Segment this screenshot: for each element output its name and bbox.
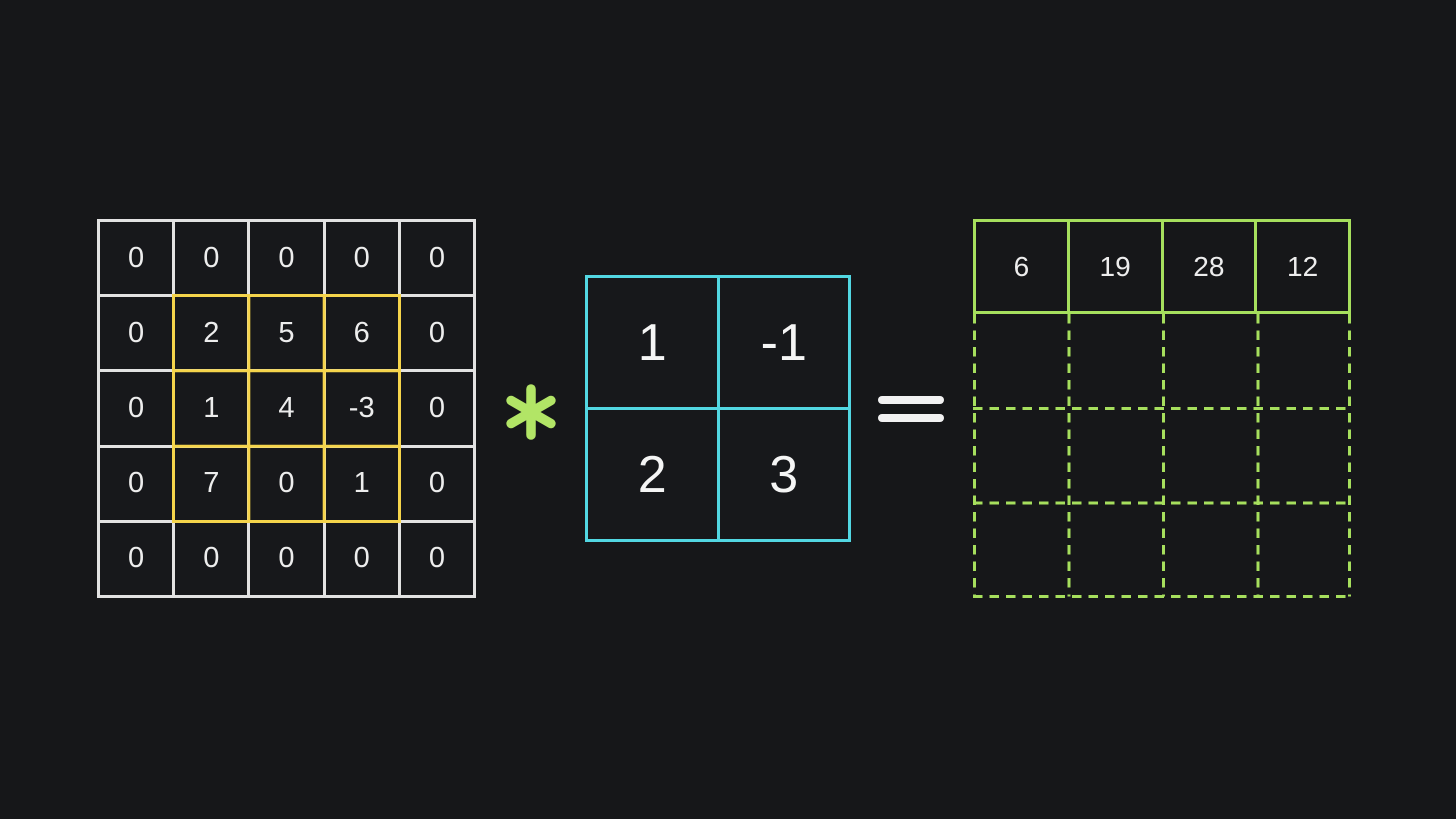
equals-bar — [878, 414, 944, 422]
equals-icon — [878, 396, 944, 422]
input-matrix-cell: 0 — [250, 522, 323, 595]
input-matrix-cell: 0 — [400, 522, 473, 595]
kernel-cell: 3 — [719, 410, 848, 539]
input-matrix-cell: 0 — [100, 222, 173, 295]
input-matrix-cell: 0 — [100, 372, 173, 445]
input-matrix-cell: 1 — [175, 372, 248, 445]
input-matrix-cell: 0 — [400, 447, 473, 520]
output-cell: 28 — [1164, 222, 1258, 311]
input-matrix-cell: 0 — [325, 222, 398, 295]
equals-bar — [878, 396, 944, 404]
input-matrix-cell: 0 — [100, 522, 173, 595]
input-matrix-cell: 0 — [400, 297, 473, 370]
input-matrix-cell: 5 — [250, 297, 323, 370]
kernel-matrix: 1 -1 2 3 — [585, 275, 851, 542]
input-matrix-cell: 0 — [175, 522, 248, 595]
input-matrix-cell: 2 — [175, 297, 248, 370]
input-matrix-cell: 0 — [250, 447, 323, 520]
input-matrix-cell: 7 — [175, 447, 248, 520]
input-matrix-cell: 0 — [100, 447, 173, 520]
output-computed-row: 6 19 28 12 — [973, 219, 1351, 314]
input-matrix: 0 0 0 0 0 0 2 5 6 0 0 1 4 -3 0 0 7 0 1 0… — [97, 219, 476, 598]
input-matrix-cell: 0 — [400, 372, 473, 445]
convolution-operator-icon — [506, 384, 556, 440]
input-matrix-cell: 0 — [325, 522, 398, 595]
input-matrix-cell: 0 — [250, 222, 323, 295]
output-cell: 12 — [1287, 250, 1319, 282]
output-cell: 6 — [976, 222, 1070, 311]
input-matrix-cell: 0 — [100, 297, 173, 370]
input-matrix-cell: 4 — [250, 372, 323, 445]
input-matrix-cell: 0 — [175, 222, 248, 295]
kernel-cell: 2 — [588, 410, 717, 539]
input-matrix-cell: 6 — [325, 297, 398, 370]
output-cell: 19 — [1070, 222, 1164, 311]
kernel-cell: 1 — [588, 278, 717, 407]
input-matrix-cell: -3 — [325, 372, 398, 445]
output-matrix: 6 19 28 12 — [973, 219, 1351, 598]
input-matrix-cell: 1 — [325, 447, 398, 520]
input-matrix-cell: 0 — [400, 222, 473, 295]
kernel-cell: -1 — [719, 278, 848, 407]
